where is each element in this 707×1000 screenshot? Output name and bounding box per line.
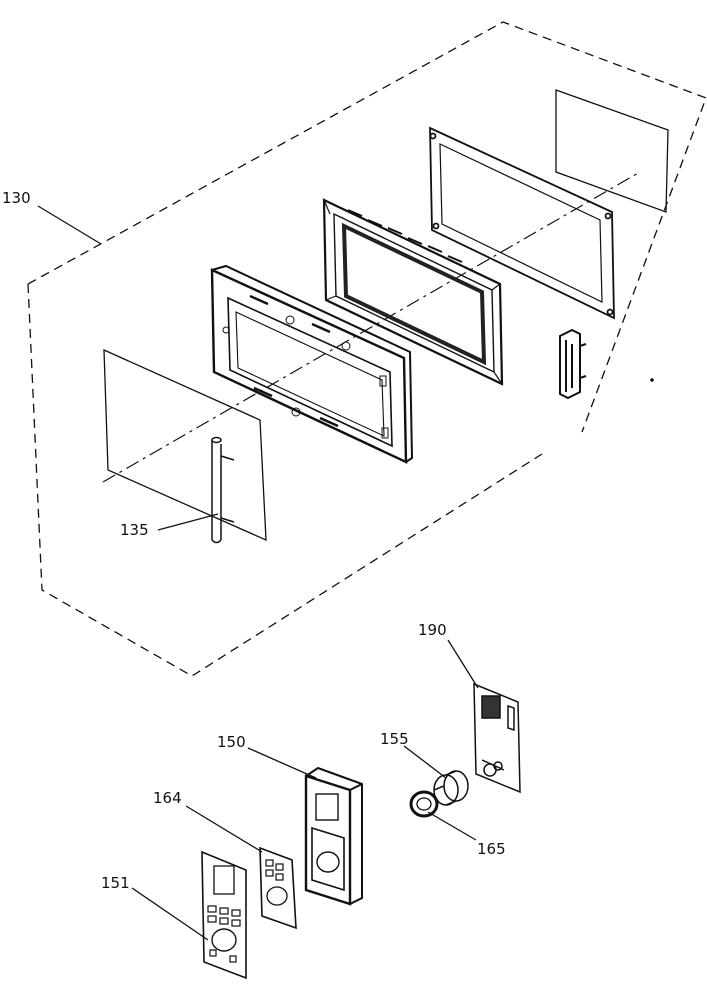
knob [433, 770, 469, 806]
leader-135 [157, 513, 219, 531]
door-handle [211, 436, 235, 544]
label-165: 165 [477, 840, 506, 858]
knob-ring [409, 790, 439, 818]
leader-190 [447, 639, 479, 689]
label-135: 135 [120, 521, 149, 539]
mark-dot [650, 378, 654, 382]
leader-130 [37, 205, 102, 245]
label-150: 150 [217, 733, 246, 751]
label-151: 151 [101, 874, 130, 892]
door-mesh-panel [341, 222, 487, 366]
outer-glass-panel [103, 348, 267, 542]
label-164: 164 [153, 789, 182, 807]
leader-164 [185, 805, 263, 853]
door-cover-frame [210, 264, 414, 464]
leader-165 [427, 811, 477, 841]
leader-lines [37, 205, 479, 941]
membrane-sheet [259, 846, 297, 930]
leader-151 [131, 887, 209, 941]
door-assembly-outline [27, 21, 707, 677]
assembly-axis-line [102, 171, 641, 483]
door-frame [322, 198, 504, 386]
leader-150 [247, 747, 317, 779]
front-panel-overlay [201, 850, 247, 980]
label-190: 190 [418, 621, 447, 639]
door-latch-hook [559, 328, 587, 400]
label-155: 155 [380, 730, 409, 748]
rear-glass-panel [555, 89, 669, 213]
leader-155 [403, 745, 447, 779]
choke-frame [429, 126, 615, 320]
control-pcb [473, 682, 521, 794]
label-130: 130 [2, 189, 31, 207]
control-panel-housing [304, 766, 363, 906]
